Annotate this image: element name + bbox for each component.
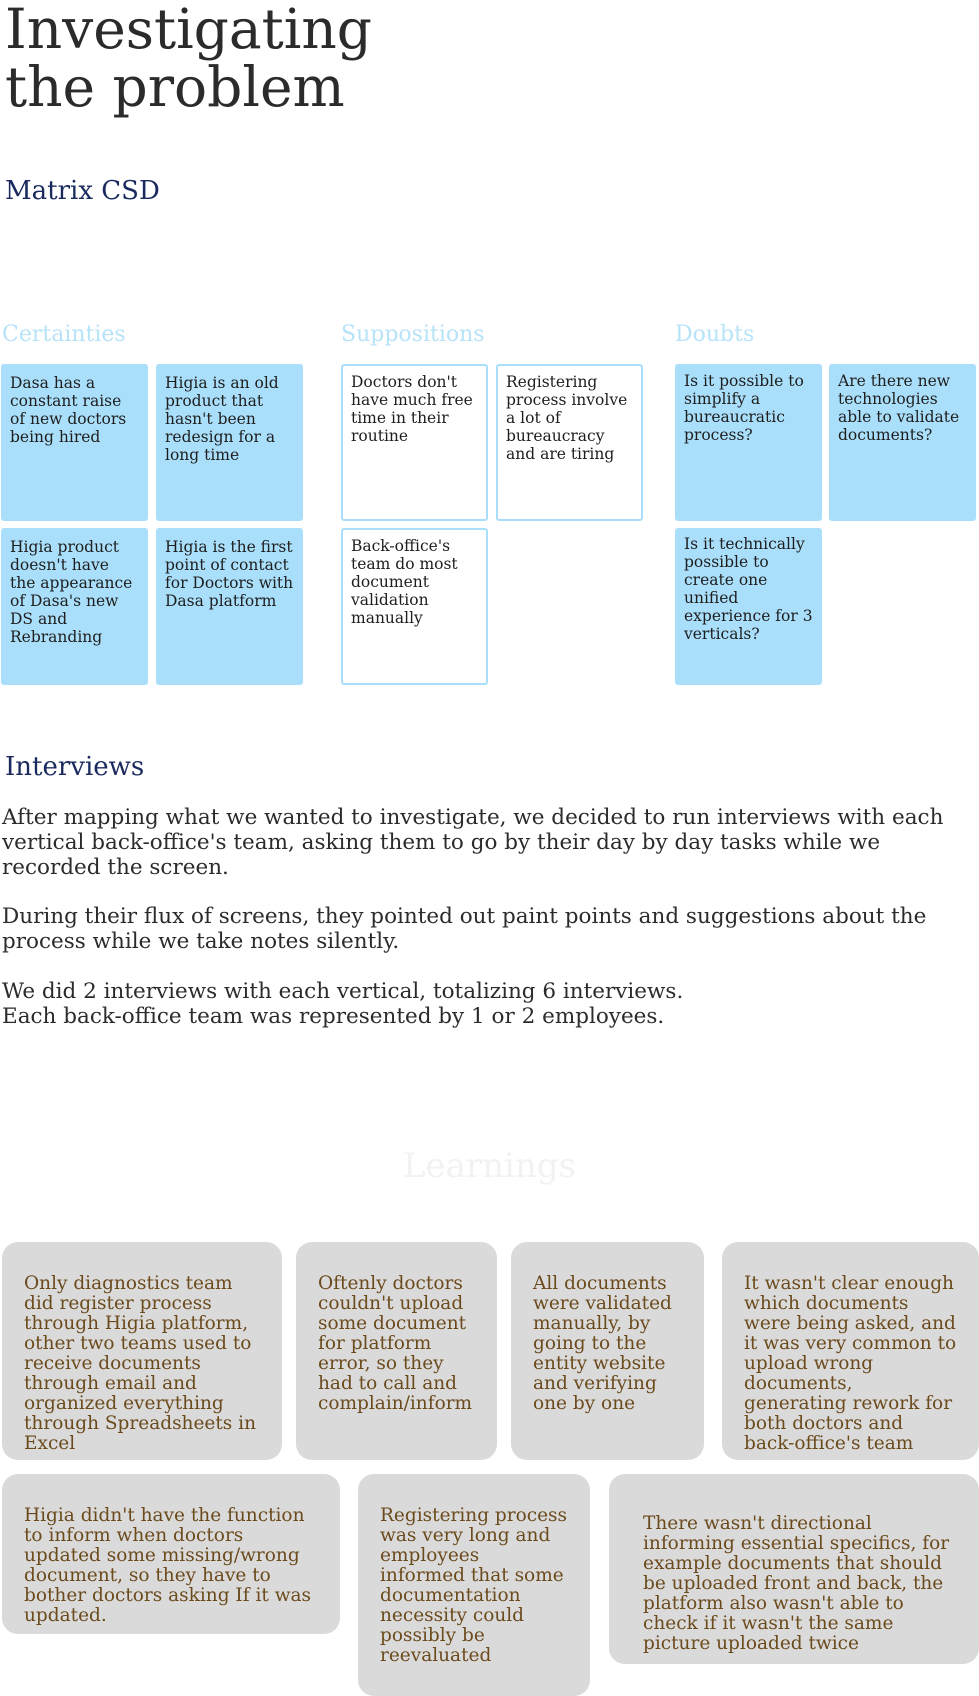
interviews-paragraph-2: During their flux of screens, they point… xyxy=(2,904,927,954)
page-title-line-2: the problem xyxy=(5,55,345,119)
learnings-heading: Learnings xyxy=(402,1146,577,1186)
learning-card: Higia didn't have the function to inform… xyxy=(2,1474,340,1634)
certainty-note: Dasa has a constant raise of new doctors… xyxy=(1,364,148,521)
doubt-note: Is it possible to simplify a bureaucrati… xyxy=(675,364,822,521)
learning-card: Oftenly doctors couldn't upload some doc… xyxy=(296,1242,497,1460)
certainty-note: Higia is an old product that hasn't been… xyxy=(156,364,303,521)
matrix-subtitle: Matrix CSD xyxy=(5,176,160,206)
doubts-heading: Doubts xyxy=(675,322,755,347)
supposition-note: Doctors don't have much free time in the… xyxy=(341,364,488,521)
certainty-note: Higia is the first point of contact for … xyxy=(156,528,303,685)
interviews-paragraph-3: We did 2 interviews with each vertical, … xyxy=(2,979,684,1004)
doubt-note: Is it technically possible to create one… xyxy=(675,528,822,685)
supposition-note: Registering process involve a lot of bur… xyxy=(496,364,643,521)
certainties-heading: Certainties xyxy=(2,322,126,347)
learning-card: It wasn't clear enough which documents w… xyxy=(722,1242,979,1460)
interviews-paragraph-1: After mapping what we wanted to investig… xyxy=(2,805,944,880)
interviews-paragraph-4: Each back-office team was represented by… xyxy=(2,1004,665,1029)
page-title-line-1: Investigating xyxy=(5,0,373,61)
interviews-heading: Interviews xyxy=(5,752,145,782)
supposition-note: Back-office's team do most document vali… xyxy=(341,528,488,685)
certainty-note: Higia product doesn't have the appearanc… xyxy=(1,528,148,685)
suppositions-heading: Suppositions xyxy=(341,322,485,347)
learning-card: There wasn't directional informing essen… xyxy=(609,1474,979,1664)
learning-card: Registering process was very long and em… xyxy=(358,1474,590,1696)
learning-card: All documents were validated manually, b… xyxy=(511,1242,704,1460)
doubt-note: Are there new technologies able to valid… xyxy=(829,364,976,521)
page-title: Investigating the problem xyxy=(5,0,425,116)
learning-card: Only diagnostics team did register proce… xyxy=(2,1242,282,1460)
